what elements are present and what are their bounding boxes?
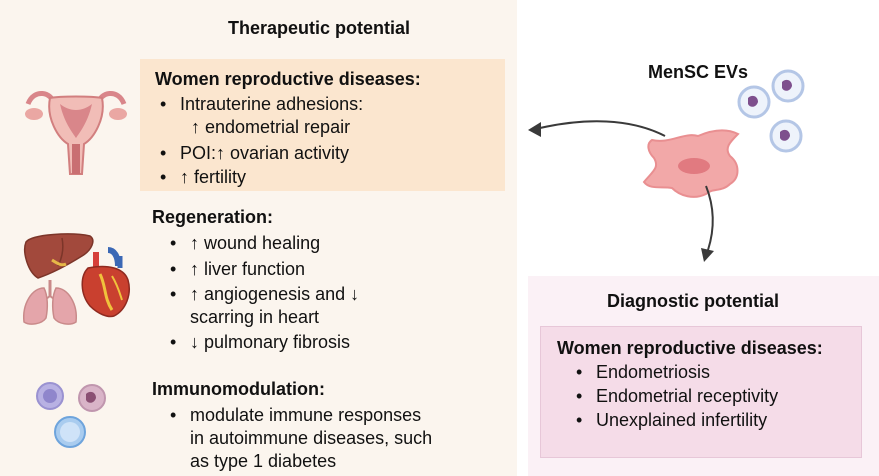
list-item: •↑ wound healing (170, 233, 321, 253)
liver-icon (24, 233, 94, 279)
diagnostic-title: Diagnostic potential (607, 291, 780, 311)
list-item: •Intrauterine adhesions: (160, 94, 364, 114)
mensc-evs-label: MenSC EVs (648, 62, 749, 82)
list-item-continuation: scarring in heart (190, 307, 320, 327)
reproductive-therapy-box (140, 59, 505, 191)
lungs-icon (23, 280, 77, 325)
therapeutic-title: Therapeutic potential (228, 18, 411, 38)
heart-icon (81, 247, 130, 318)
list-item: •POI:↑ ovarian activity (160, 143, 350, 163)
reproductive-diagnostic-box (540, 326, 862, 458)
list-item: •modulate immune responses (170, 405, 422, 425)
list-item-continuation: in autoimmune diseases, such (190, 428, 433, 448)
regeneration-heading: Regeneration: (152, 207, 274, 227)
list-item: •Unexplained infertility (576, 410, 768, 430)
list-item: •↑ liver function (170, 259, 306, 279)
list-item: •↑ fertility (160, 167, 247, 187)
stem-cell-icon (642, 129, 740, 198)
list-item-continuation: ↑ endometrial repair (191, 117, 351, 137)
list-item: •Endometriosis (576, 362, 711, 382)
list-item: •↑ angiogenesis and ↓ (170, 284, 360, 304)
reproductive-heading: Women reproductive diseases: (155, 69, 421, 89)
list-item: •↓ pulmonary fibrosis (170, 332, 351, 352)
list-item: •Endometrial receptivity (576, 386, 779, 406)
uterus-icon (25, 91, 127, 175)
immunomodulation-heading: Immunomodulation: (152, 379, 325, 399)
extracellular-vesicle-icon (737, 69, 805, 153)
diagnostic-reproductive-heading: Women reproductive diseases: (557, 338, 823, 358)
immune-cells-icon (36, 382, 106, 448)
list-item-continuation: as type 1 diabetes (190, 451, 337, 471)
